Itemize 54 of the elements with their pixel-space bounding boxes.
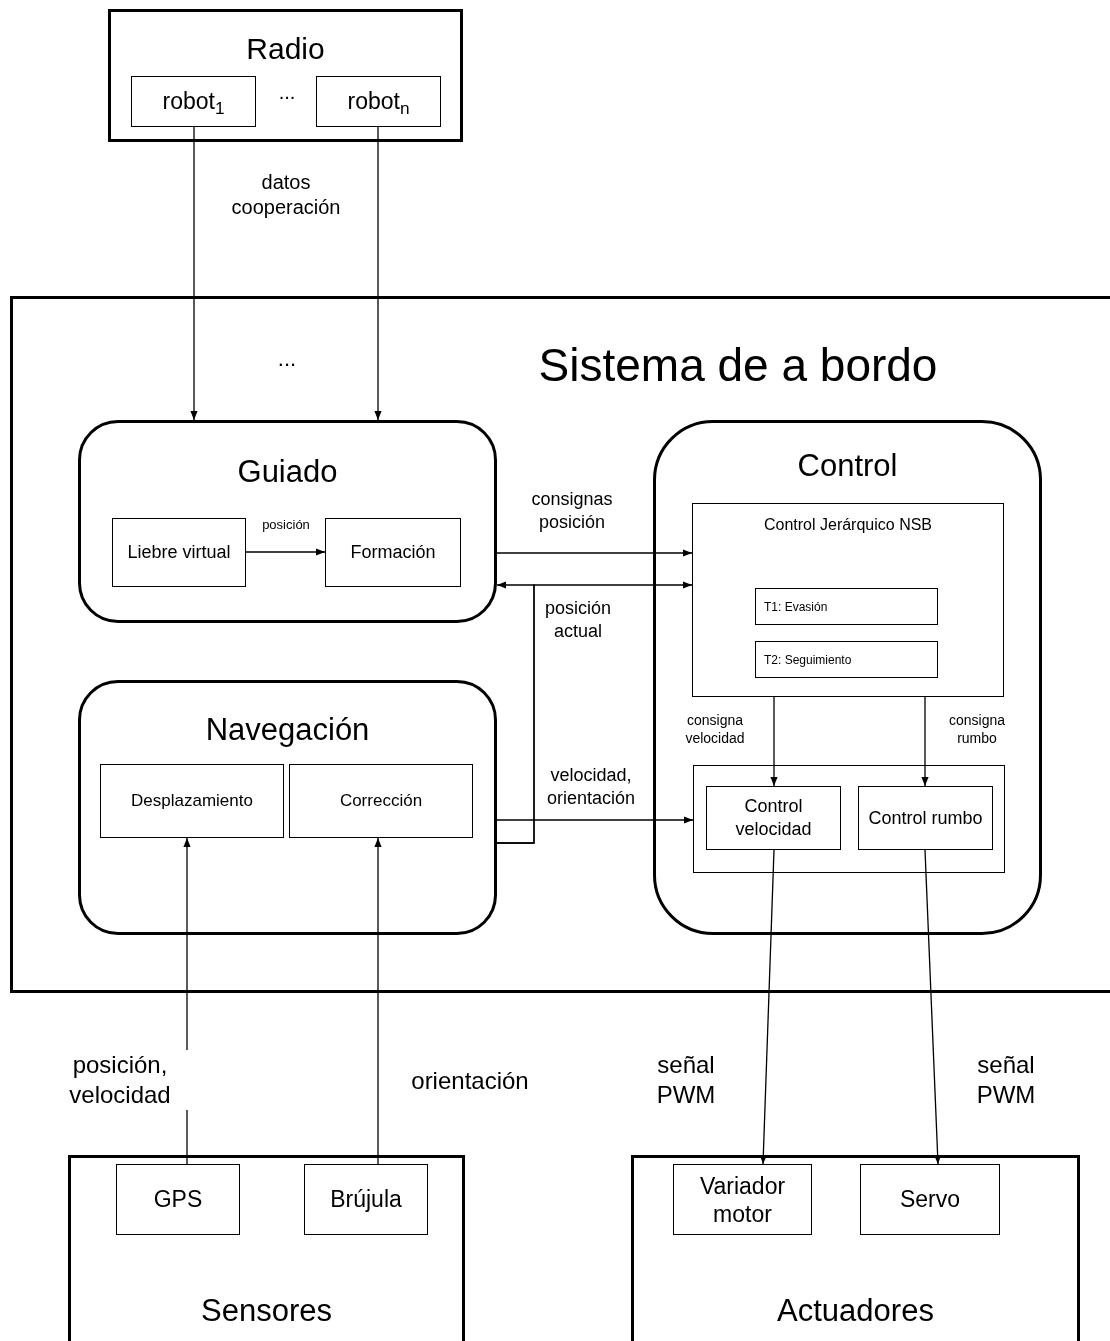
node-label: T2: Seguimiento [764, 651, 852, 669]
process-box [325, 518, 461, 587]
sensors-box [68, 1155, 465, 1341]
node-title: Control [796, 447, 899, 485]
node-label: Variador motor [698, 1171, 787, 1228]
node-title: Control Jerárquico NSB [762, 515, 934, 535]
node-label: robot$_{n}$ [347, 87, 410, 119]
arrow [496, 816, 694, 824]
arrow [245, 548, 326, 556]
module-box [653, 420, 1042, 935]
node-label: Brújula [330, 1185, 402, 1215]
node-label: Servo [899, 1185, 961, 1215]
node-label: Formación [350, 541, 436, 564]
robot-box [131, 76, 256, 127]
arrow [374, 126, 382, 421]
radio-box [108, 9, 463, 142]
node-label: GPS [153, 1185, 203, 1215]
node-title: Navegación [204, 711, 371, 749]
process-box [112, 518, 246, 587]
node-title: Sensores [200, 1292, 333, 1330]
sensor-box [116, 1164, 240, 1235]
arrow [374, 837, 382, 1165]
arrow [924, 849, 942, 1165]
arrow [770, 696, 778, 787]
arrow [496, 581, 693, 844]
arrow [759, 849, 775, 1165]
process-box [858, 786, 993, 850]
node-label: Desplazamiento [131, 790, 253, 813]
process-box [706, 786, 841, 850]
sensor-box [304, 1164, 428, 1235]
arrow [921, 696, 929, 787]
actuators-box [631, 1155, 1080, 1341]
task-box [755, 588, 938, 625]
robot-box [316, 76, 441, 127]
node-title: Radio [245, 31, 326, 67]
process-box [289, 764, 473, 838]
group-box [693, 765, 1005, 873]
node-label: Corrección [339, 790, 423, 813]
arrow [496, 549, 693, 557]
node-label: Control rumbo [868, 806, 983, 830]
node-title: Actuadores [776, 1292, 935, 1330]
controller-box [692, 503, 1004, 697]
node-title: Sistema de a bordo [537, 338, 939, 393]
arrow [190, 126, 198, 421]
task-box [755, 641, 938, 678]
node-label: T1: Evasión [764, 598, 828, 616]
node-label: Control velocidad [734, 795, 813, 841]
node-label: robot$_{1}$ [162, 87, 225, 119]
node-label: Liebre virtual [127, 541, 231, 564]
module-box [78, 680, 497, 935]
actuator-box [860, 1164, 1000, 1235]
actuator-box [673, 1164, 812, 1235]
node-title: Guiado [236, 453, 339, 491]
process-box [100, 764, 284, 838]
